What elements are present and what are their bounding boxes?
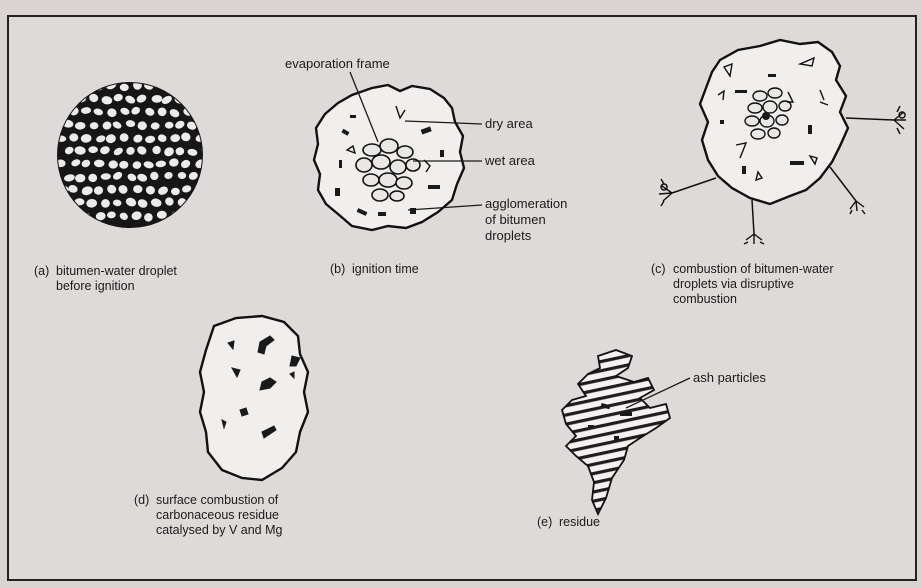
caption-d-line1: surface combustion of bbox=[156, 493, 278, 507]
caption-e: (e)residue bbox=[537, 515, 600, 530]
caption-c-line3: combustion bbox=[651, 292, 834, 307]
caption-a: (a)bitumen-water droplet before ignition bbox=[34, 264, 177, 294]
caption-a-line2: before ignition bbox=[34, 279, 177, 294]
caption-b: (b)ignition time bbox=[330, 262, 419, 277]
label-ash-particles: ash particles bbox=[693, 370, 766, 386]
caption-d-tag: (d) bbox=[134, 493, 156, 508]
caption-e-tag: (e) bbox=[537, 515, 559, 530]
caption-b-tag: (b) bbox=[330, 262, 352, 277]
caption-c-tag: (c) bbox=[651, 262, 673, 277]
caption-c-line1: combustion of bitumen-water bbox=[673, 262, 834, 276]
caption-d-line2: carbonaceous residue bbox=[134, 508, 282, 523]
label-dry-area: dry area bbox=[485, 116, 533, 132]
caption-c: (c)combustion of bitumen-water droplets … bbox=[651, 262, 834, 307]
label-agglomeration-1: agglomeration bbox=[485, 196, 567, 212]
caption-a-line1: bitumen-water droplet bbox=[56, 264, 177, 278]
label-agglomeration-3: droplets bbox=[485, 228, 531, 244]
caption-a-tag: (a) bbox=[34, 264, 56, 279]
label-agglomeration-2: of bitumen bbox=[485, 212, 546, 228]
caption-e-text: residue bbox=[559, 515, 600, 529]
caption-b-text: ignition time bbox=[352, 262, 419, 276]
caption-d: (d)surface combustion of carbonaceous re… bbox=[134, 493, 282, 538]
caption-d-line3: catalysed by V and Mg bbox=[134, 523, 282, 538]
label-wet-area: wet area bbox=[485, 153, 535, 169]
label-evaporation-frame: evaporation frame bbox=[285, 56, 390, 72]
caption-c-line2: droplets via disruptive bbox=[651, 277, 834, 292]
